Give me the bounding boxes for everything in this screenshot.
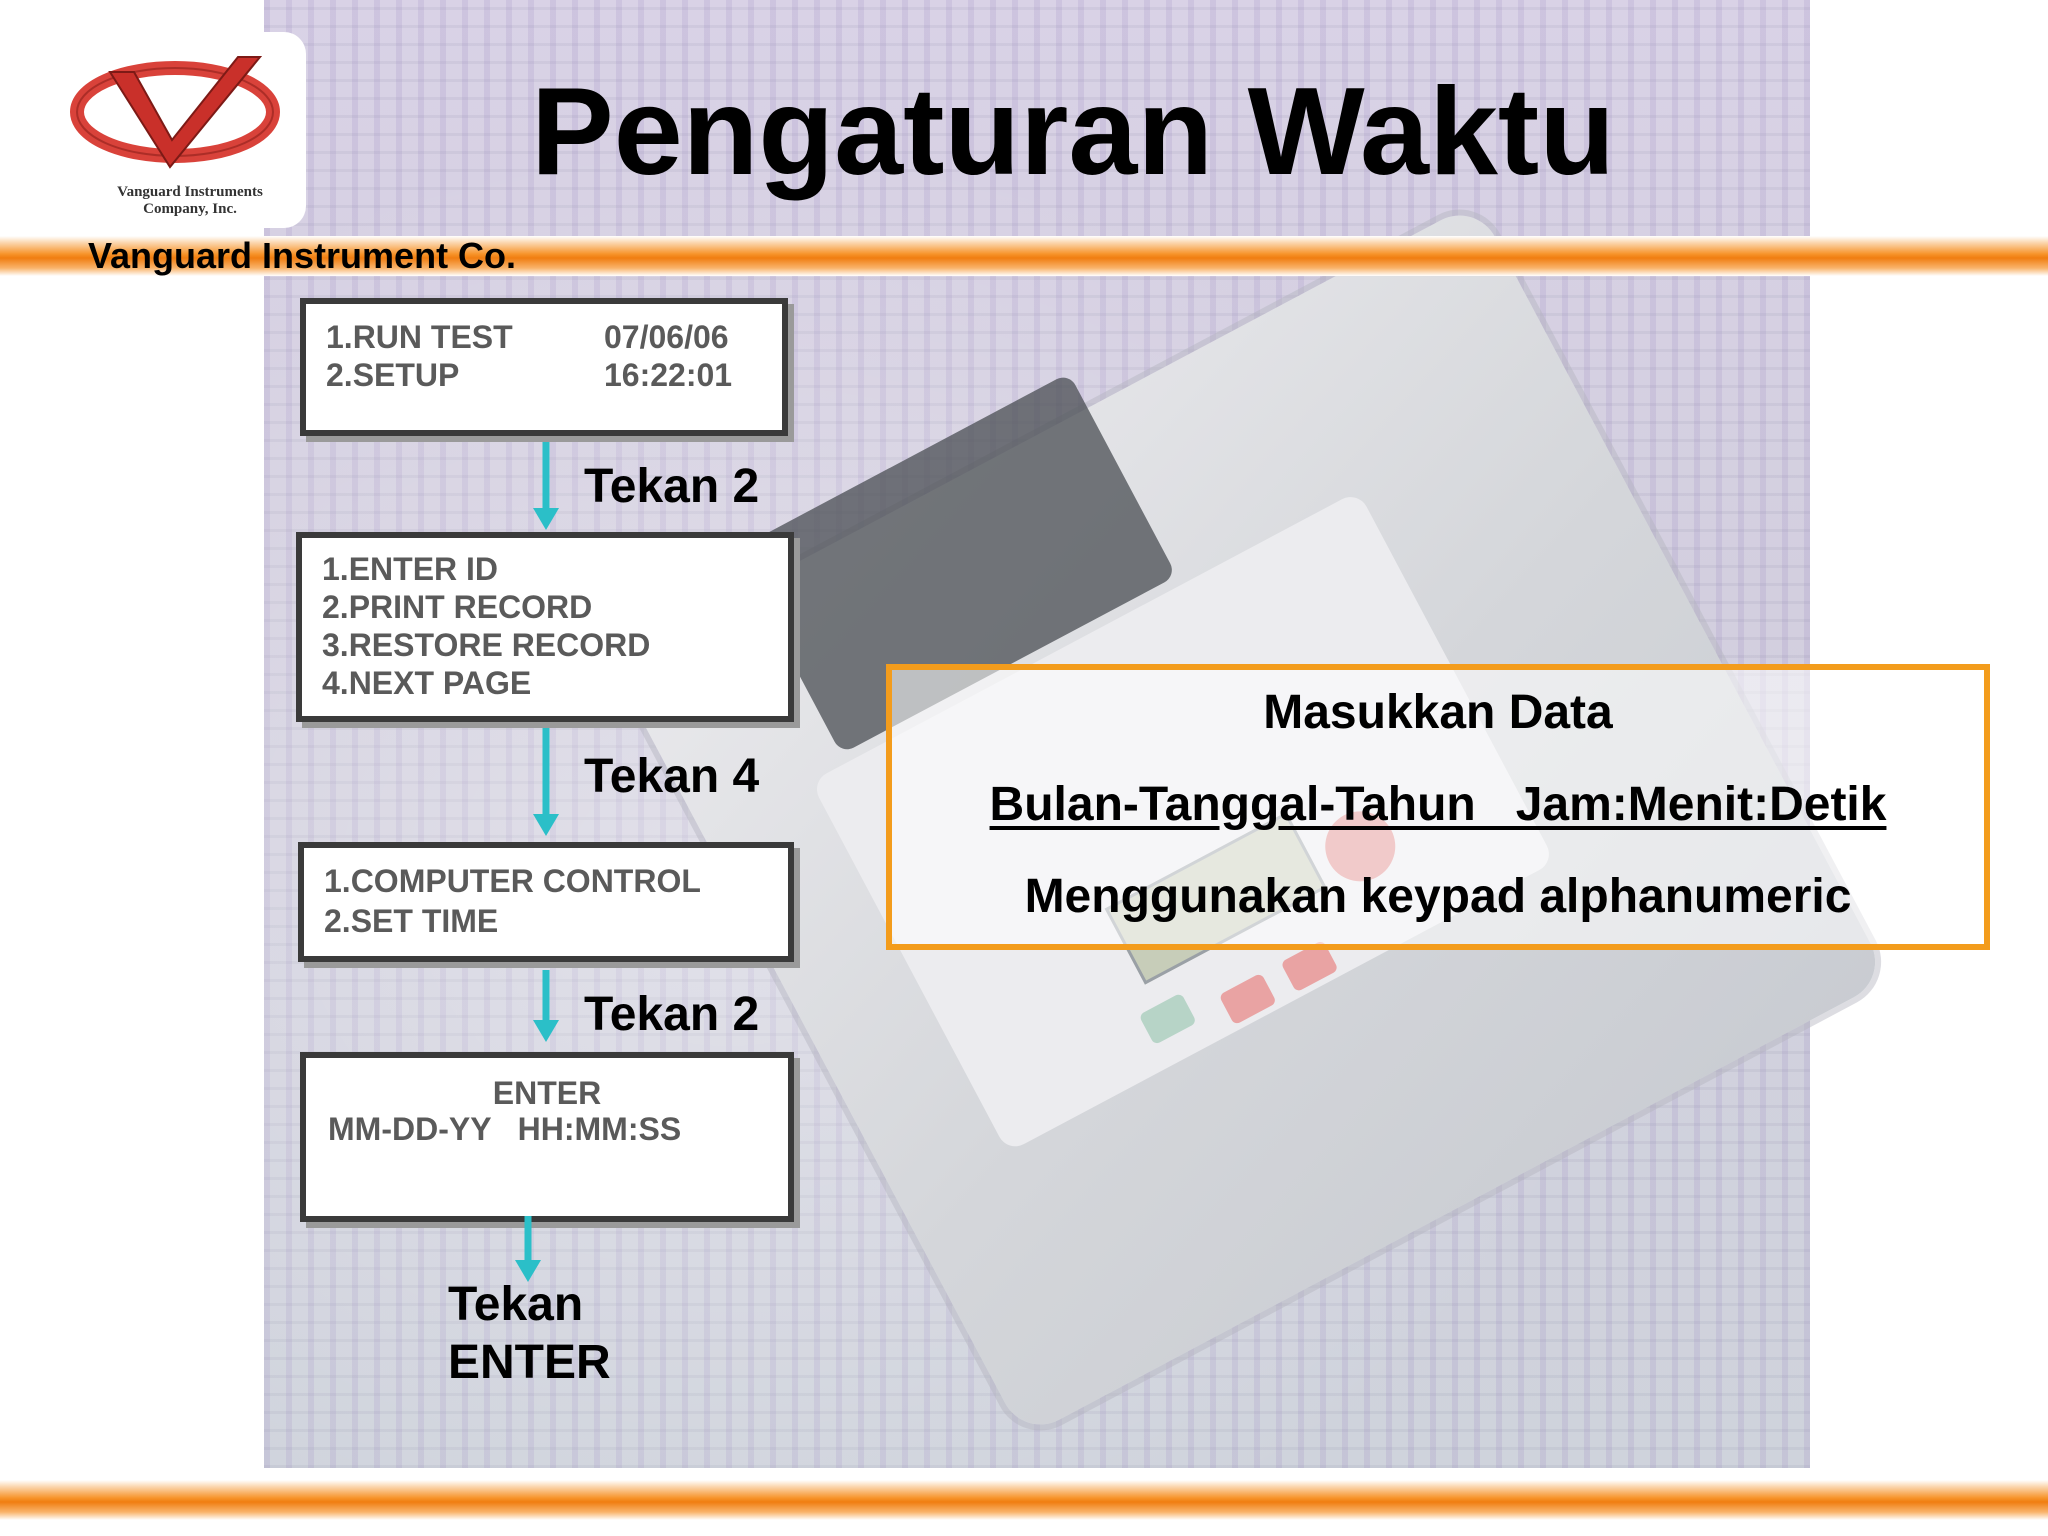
device-key	[1218, 972, 1277, 1026]
info-note: Menggunakan keypad alphanumeric	[1024, 870, 1852, 923]
down-arrow-icon	[533, 728, 559, 836]
down-arrow-icon	[533, 970, 559, 1042]
logo-line-1: Vanguard Instruments	[117, 184, 263, 200]
lcd-screen-main-menu: 1.RUN TEST 2.SETUP 07/06/06 16:22:01	[300, 298, 788, 436]
lcd-line: 1.ENTER ID	[322, 551, 499, 587]
step-label: Tekan 2	[584, 988, 760, 1041]
logo-line-2: Company, Inc.	[143, 201, 237, 217]
page-title: Pengaturan Waktu	[531, 63, 1615, 201]
company-name: Vanguard Instrument Co.	[88, 235, 517, 276]
lcd-line: 2.PRINT RECORD	[322, 589, 593, 625]
lcd-line: ENTER	[492, 1075, 602, 1111]
info-heading: Masukkan Data	[1263, 686, 1613, 739]
lcd-screen-setup-menu: 1.ENTER ID 2.PRINT RECORD 3.RESTORE RECO…	[296, 532, 794, 722]
lcd-line: MM-DD-YY HH:MM:SS	[328, 1111, 682, 1147]
info-box: Masukkan Data Bulan-Tanggal-Tahun Jam:Me…	[886, 664, 1990, 950]
lcd-screen-page-two: 1.COMPUTER CONTROL 2.SET TIME	[298, 842, 794, 962]
lcd-line: 2.SETUP	[326, 357, 460, 393]
lcd-line: 3.RESTORE RECORD	[322, 627, 651, 663]
device-key	[1138, 992, 1197, 1046]
down-arrow-icon	[515, 1216, 541, 1282]
down-arrow-icon	[533, 442, 559, 530]
lcd-time: 16:22:01	[604, 357, 733, 393]
lcd-line: 1.RUN TEST	[326, 319, 513, 355]
info-format: Bulan-Tanggal-Tahun Jam:Menit:Detik	[989, 778, 1887, 831]
lcd-date: 07/06/06	[604, 319, 729, 355]
footer-divider	[0, 1480, 2048, 1520]
logo: Vanguard Instruments Company, Inc.	[48, 32, 306, 228]
lcd-line: 1.COMPUTER CONTROL	[324, 863, 701, 899]
logo-text: Vanguard Instruments Company, Inc.	[48, 184, 332, 218]
step-label: Tekan 4	[584, 750, 760, 803]
header-divider	[0, 236, 2048, 276]
vanguard-logo-icon	[70, 56, 280, 169]
lcd-line: 4.NEXT PAGE	[322, 665, 532, 701]
lcd-line: 2.SET TIME	[324, 903, 499, 939]
step-label: Tekan 2	[584, 460, 760, 513]
lcd-screen-set-time: ENTER MM-DD-YY HH:MM:SS	[300, 1052, 794, 1222]
step-label: Tekan ENTER	[448, 1278, 611, 1389]
